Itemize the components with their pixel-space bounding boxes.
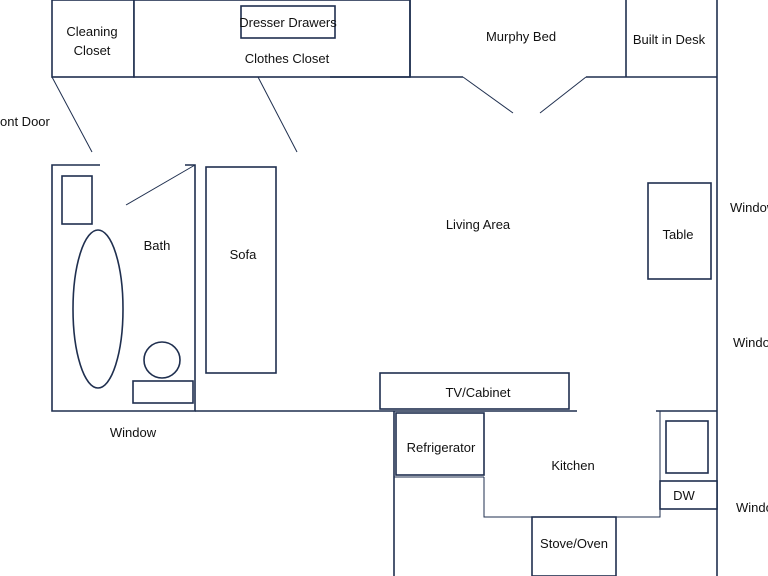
refrigerator-label: Refrigerator [407,440,476,455]
dresser-drawers [240,5,336,39]
closet-door-swing [257,76,298,153]
living-area-label: Living Area [446,217,511,232]
murphy-bed-label: Murphy Bed [486,29,556,44]
window-right-mid-label: Windo [733,335,768,350]
toilet [143,341,181,379]
kitchen [393,410,718,576]
dishwasher [659,480,718,510]
stove-oven [531,516,617,576]
bath-vanity [132,380,194,404]
sink [665,420,709,474]
window-right-bottom-label: Windo [736,500,768,515]
bathroom [51,164,196,412]
counter-edge-right [616,411,661,518]
refrigerator [395,412,485,476]
window-bottom-left-label: Window [110,425,157,440]
sofa-label: Sofa [230,247,258,262]
window-right-top-label: Window [730,200,768,215]
bath-label: Bath [144,238,171,253]
murphy-bed-swing-right [539,76,587,114]
kitchen-label: Kitchen [551,458,594,473]
cleaning-closet [51,0,135,78]
table [647,182,712,280]
front-door-label: ont Door [0,114,51,129]
dw-label: DW [673,488,695,503]
counter-edge-left [483,477,532,518]
front-door-swing [51,76,93,153]
tv-cabinet-label: TV/Cabinet [445,385,510,400]
sofa [205,166,277,374]
cleaning-closet-label-1: Cleaning [66,24,117,39]
bathtub [72,229,124,389]
cleaning-closet-label-2: Closet [74,43,111,58]
top-closets [51,0,718,153]
table-label: Table [662,227,693,242]
stove-oven-label: Stove/Oven [540,536,608,551]
murphy-bed-swing-left [462,76,514,114]
clothes-closet-label: Clothes Closet [245,51,330,66]
dresser-drawers-label: Dresser Drawers [239,15,337,30]
bathroom-door-swing [125,164,196,206]
bath-cabinet [61,175,93,225]
built-in-desk-label: Built in Desk [633,32,706,47]
tv-cabinet [379,372,570,410]
bathroom-walls [51,164,196,412]
